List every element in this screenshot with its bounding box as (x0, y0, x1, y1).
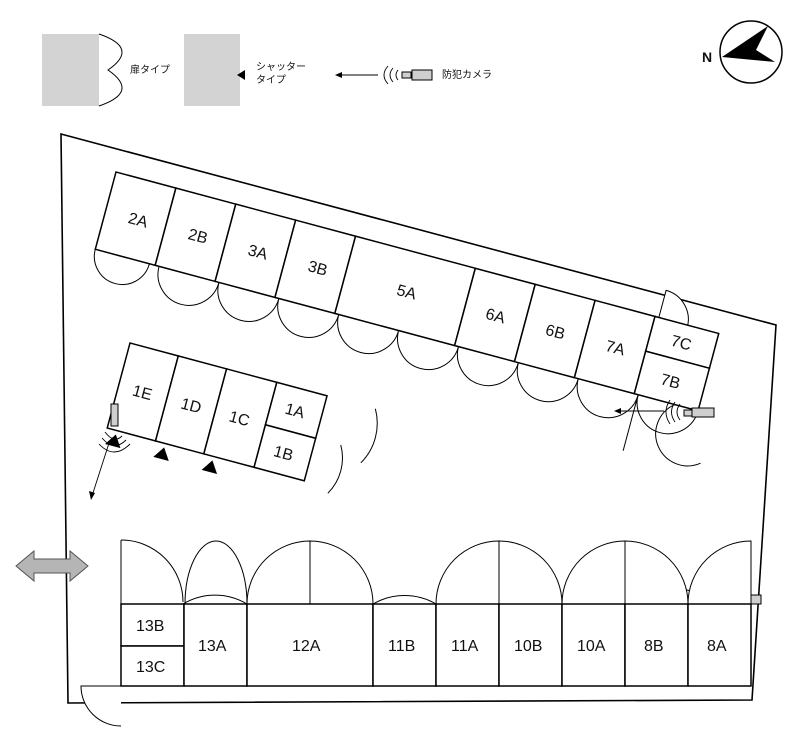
unit-label: 13A (198, 638, 227, 655)
unit-label: 10A (577, 638, 606, 655)
unit-label: 8B (644, 638, 664, 655)
entrance-arrow-icon (15, 549, 89, 583)
unit-label: 3A (246, 242, 270, 264)
camera-icon (614, 399, 715, 425)
legend-shutter-panel (184, 34, 240, 106)
unit-10A (561, 603, 626, 687)
unit-label: 11A (451, 638, 479, 655)
legend-door-type-label: 扉タイプ (130, 63, 170, 76)
building-top: 2A 2B 3A 3B 5A 6A 6B 7A 7C 7B (93, 171, 720, 467)
unit-label: 12A (292, 638, 321, 655)
unit-11A (435, 603, 500, 687)
compass: N (702, 20, 783, 84)
door-arc (498, 540, 563, 605)
unit-label: 1D (179, 396, 203, 418)
door-arc (435, 540, 500, 605)
shutter-marker-icon (201, 460, 218, 474)
unit-label: 13C (136, 659, 165, 676)
door-arc (309, 540, 374, 605)
door-arc (456, 345, 519, 387)
legend-camera-icon (335, 65, 433, 85)
unit-label: 3B (306, 258, 329, 279)
door-arc (120, 539, 184, 603)
unit-label: 5A (395, 282, 419, 304)
compass-arrow-icon (722, 26, 775, 62)
unit-label: 1E (131, 383, 154, 404)
door-arc (327, 444, 343, 494)
door-arc (687, 540, 752, 605)
door-arc (217, 281, 280, 322)
legend-door-panel (42, 34, 99, 106)
legend-shutter-type-label-2: タイプ (256, 74, 286, 86)
building-bottom: 13B 13C 13A 12A 11B 11A 10B 10A 8B 8A (80, 539, 752, 727)
unit-8A (687, 603, 752, 687)
door-arc (397, 329, 460, 371)
unit-label: 11B (388, 638, 415, 655)
compass-north-label: N (702, 49, 712, 65)
door-arc (576, 378, 639, 419)
unit-8B (624, 603, 689, 687)
unit-label: 7C (669, 333, 693, 355)
unit-label: 1B (272, 443, 295, 464)
unit-label: 7B (659, 371, 682, 392)
legend-shutter-type-label-1: シャッター (256, 61, 306, 73)
legend-shutter-marker-icon (237, 70, 245, 80)
door-arc (636, 394, 699, 435)
legend: 扉タイプ シャッター タイプ 防犯カメラ (42, 33, 492, 107)
unit-label: 7A (603, 338, 627, 360)
door-arc (624, 540, 689, 605)
unit-label: 2A (126, 210, 150, 232)
door-arc (360, 408, 378, 464)
door-arc (181, 594, 249, 605)
unit-label: 10B (514, 638, 542, 655)
door-arc (93, 248, 150, 285)
shutter-marker-icon (153, 447, 169, 462)
unit-label: 1A (283, 401, 307, 423)
unit-label: 8A (707, 638, 727, 655)
door-arc (655, 404, 701, 467)
unit-label: 13B (136, 618, 164, 635)
door-arc (246, 540, 311, 605)
legend-door-swing (98, 33, 123, 107)
unit-7B (633, 350, 711, 412)
door-arc (157, 265, 220, 306)
unit-1B (253, 423, 317, 482)
door-arc (337, 313, 400, 354)
door-arc (561, 540, 626, 605)
door-arc (277, 297, 340, 338)
legend-camera-label: 防犯カメラ (442, 68, 492, 81)
unit-label: 2B (186, 226, 209, 247)
door-arc (80, 685, 122, 727)
door-arc (516, 362, 579, 403)
unit-label: 1C (227, 409, 251, 431)
unit-11B (372, 603, 437, 687)
building-middle: 1E 1D 1C 1A 1B (105, 342, 378, 494)
unit-13A (183, 603, 248, 687)
unit-13B (120, 603, 185, 647)
unit-label: 6A (484, 306, 508, 328)
unit-10B (498, 603, 563, 687)
camera-icon (89, 403, 131, 500)
unit-label: 6B (544, 322, 567, 343)
